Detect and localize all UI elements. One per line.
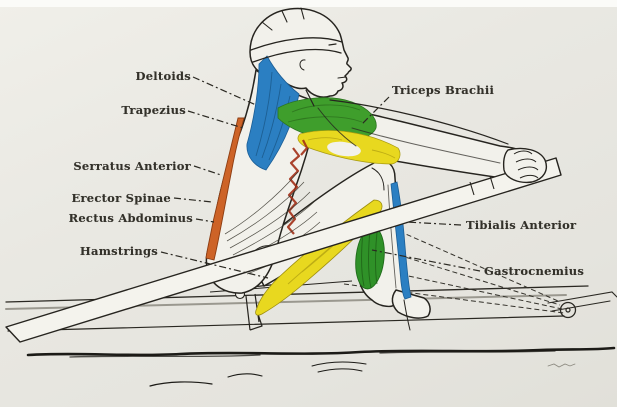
- paper-edge: [0, 0, 617, 7]
- artist-signature: [547, 363, 576, 368]
- wave-mark: [149, 381, 213, 387]
- water: [26, 346, 616, 387]
- headband: [250, 37, 343, 63]
- leader-tibialis-anterior: [405, 221, 462, 226]
- eye: [328, 43, 337, 46]
- muscle-triceps: [297, 130, 401, 165]
- oar: [5, 157, 562, 343]
- leader-serratus-anterior: [193, 165, 222, 176]
- stern-wheel-icon: [559, 301, 577, 319]
- label-triceps-brachii: Triceps Brachii: [392, 83, 495, 97]
- wave-mark: [227, 373, 263, 378]
- label-gastrocnemius: Gastrocnemius: [484, 264, 585, 278]
- leader-rectus-abdominus: [195, 218, 215, 223]
- label-trapezius: Trapezius: [121, 103, 186, 117]
- wave-mark: [311, 361, 367, 373]
- leader-gastrocnemius: [371, 249, 481, 272]
- muscle-spine-detail: [286, 139, 309, 235]
- leader-erector-spinae: [173, 197, 213, 203]
- neck-line: [305, 89, 315, 107]
- leader-lines: [160, 76, 481, 279]
- label-erector-spinae: Erector Spinae: [71, 191, 171, 205]
- muscle-gastrocnemius: [355, 226, 385, 290]
- muscle-trapezius: [246, 55, 300, 171]
- label-tibialis-anterior: Tibialis Anterior: [466, 218, 577, 232]
- label-serratus-anterior: Serratus Anterior: [73, 159, 191, 173]
- finger-lines: [513, 150, 539, 179]
- ear: [299, 59, 306, 71]
- label-deltoids: Deltoids: [135, 69, 191, 83]
- leader-hamstrings: [160, 251, 269, 279]
- label-hamstrings: Hamstrings: [79, 244, 158, 258]
- oar-grip-marks: [469, 175, 495, 196]
- mouth: [337, 76, 347, 79]
- leader-deltoids: [192, 76, 257, 106]
- headband-folds: [261, 7, 305, 31]
- leader-trapezius: [187, 110, 244, 129]
- muscle-erector-spinae: [205, 117, 245, 261]
- foot-outline: [391, 289, 431, 319]
- far-arm-line: [329, 99, 509, 145]
- hand: [502, 147, 548, 184]
- label-rectus-abdominus: Rectus Abdominus: [68, 211, 193, 225]
- leader-triceps-brachii: [361, 96, 390, 125]
